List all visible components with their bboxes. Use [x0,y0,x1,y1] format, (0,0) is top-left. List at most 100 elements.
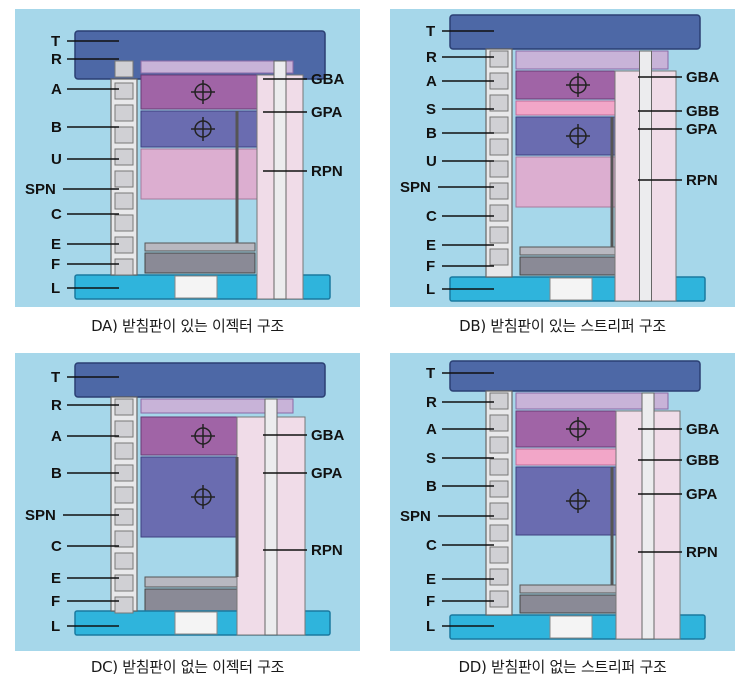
ejector-rod-hole [174,611,218,635]
right-label: RPN [686,172,718,189]
left-label: F [51,256,60,273]
left-label: C [426,537,437,554]
right-label: RPN [686,544,718,561]
left-label: B [426,125,437,142]
left-label: E [426,237,436,254]
ejector-plate [519,256,631,276]
left-label: E [51,236,61,253]
ejector-retainer-plate [519,584,631,594]
left-label: C [51,538,62,555]
guide-pin [264,398,278,636]
support-pin-segment [489,182,509,200]
ejector-retainer-plate [144,242,256,252]
support-pin-segment [489,138,509,156]
right-label: GBB [686,103,720,120]
caption-da: DA) 받침판이 있는 이젝터 구조 [91,317,284,335]
support-pin-segment [114,214,134,232]
caption-dd: DD) 받침판이 없는 스트리퍼 구조 [458,658,667,676]
support-pin-segment [489,392,509,410]
right-label: GBA [686,421,720,438]
support-pin-segment [114,258,134,276]
left-label: C [51,206,62,223]
support-pin-segment [489,590,509,608]
left-label: T [426,23,435,40]
support-pin-segment [489,524,509,542]
ejector-rod-hole [174,275,218,299]
left-label: E [426,571,436,588]
runner-plate [140,60,294,74]
left-label: E [51,570,61,587]
left-label: SPN [25,181,56,198]
left-label: L [51,280,60,297]
right-label: GBA [311,427,345,444]
caption-db: DB) 받침판이 있는 스트리퍼 구조 [459,317,666,335]
left-label: T [51,369,60,386]
support-pin-segment [489,226,509,244]
right-label: GPA [311,104,343,121]
caption-dc: DC) 받침판이 없는 이젝터 구조 [90,658,285,676]
support-pin-segment [114,170,134,188]
support-pin-segment [114,82,134,100]
left-label: F [426,593,435,610]
support-pin-segment [114,574,134,592]
support-pin-segment [114,192,134,210]
runner-plate [515,50,669,70]
support-pin-segment [489,546,509,564]
guide-pin [273,60,287,300]
support-pin-segment [489,458,509,476]
support-pin-segment [489,436,509,454]
support-pin-segment [489,502,509,520]
ejector-plate [144,252,256,274]
support-pin-segment [114,552,134,570]
support-pin-segment [114,530,134,548]
left-label: S [426,450,436,467]
left-label: L [426,281,435,298]
runner-plate [515,392,669,410]
left-label: B [51,465,62,482]
support-pin-segment [114,104,134,122]
support-pin-segment [489,116,509,134]
ejector-rod-hole [549,615,593,639]
right-label: GBA [311,71,345,88]
top-clamp-plate [74,362,326,398]
support-pin-segment [489,568,509,586]
top-clamp-plate [449,14,701,50]
support-pin-segment [114,508,134,526]
support-pin-segment [114,60,134,78]
right-label: GPA [686,121,718,138]
support-pin-segment [489,480,509,498]
ejector-plate [519,594,631,614]
left-label: U [426,153,437,170]
support-pin-segment [114,148,134,166]
left-label: A [51,81,62,98]
left-label: SPN [25,507,56,524]
left-label: B [51,119,62,136]
guide-pin [639,50,652,302]
guide-pin [641,392,655,640]
support-pin-segment [114,398,134,416]
support-pin-segment [114,236,134,254]
left-label: A [426,73,437,90]
support-pin-segment [489,94,509,112]
support-pin-segment [489,204,509,222]
left-label: R [426,49,437,66]
left-label: F [51,593,60,610]
left-label: L [426,618,435,635]
left-label: R [51,51,62,68]
left-label: SPN [400,179,431,196]
runner-plate [140,398,294,414]
support-pin-segment [114,442,134,460]
support-pin-segment [114,486,134,504]
left-label: R [51,397,62,414]
left-label: R [426,394,437,411]
left-label: S [426,101,436,118]
left-label: T [51,33,60,50]
right-label: RPN [311,163,343,180]
left-label: T [426,365,435,382]
